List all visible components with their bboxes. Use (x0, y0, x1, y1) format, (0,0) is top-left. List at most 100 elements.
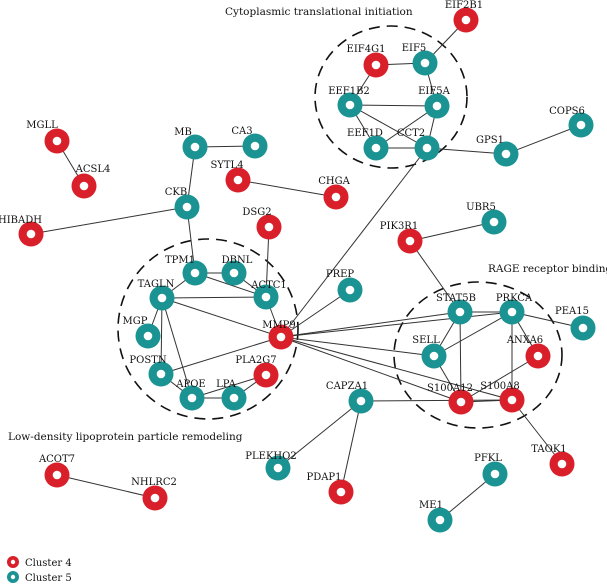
node-actc1: ACTC1 (250, 280, 287, 310)
edge-tagln-actc1 (161, 296, 267, 299)
node-ca3: CA3 (231, 126, 268, 159)
node-lpa: LPA (216, 379, 247, 411)
node-label-pla2g7: PLA2G7 (235, 355, 276, 366)
node-hole (331, 192, 341, 202)
edge-mmp9-prep (280, 289, 351, 338)
node-acot7: ACOT7 (38, 454, 75, 488)
edge-mmp9-sell (280, 336, 435, 357)
node-tpm1: TPM1 (165, 255, 208, 286)
edge-mmp9-stat5b (280, 311, 461, 338)
node-hole (405, 236, 415, 246)
node-label-capza1: CAPZA1 (326, 381, 368, 392)
node-label-pdap1: PDAP1 (306, 472, 341, 483)
node-label-dbnl: DBNL (222, 255, 253, 266)
node-postn: POSTN (129, 355, 174, 387)
node-label-sell: SELL (412, 335, 440, 346)
node-label-eef1b2: EEF1B2 (328, 86, 370, 97)
edge-mmp9-s100a8 (280, 336, 513, 401)
node-pea15: PEA15 (555, 306, 596, 341)
node-mgp: MGP (123, 316, 161, 349)
node-hole (435, 515, 445, 525)
edge-s100a8-taok1 (511, 399, 563, 465)
node-hole (336, 487, 346, 497)
cluster5-swatch-hole (10, 574, 16, 580)
node-label-mb: MB (174, 127, 192, 138)
node-hole (501, 149, 511, 159)
node-hole (156, 369, 166, 379)
node-mmp9: MMP9 (262, 320, 296, 350)
node-label-prep: PREP (326, 269, 355, 280)
node-hole (557, 459, 567, 469)
legend-label-cluster5: Cluster 5 (25, 573, 72, 584)
node-me1: ME1 (419, 500, 453, 533)
node-hole (187, 393, 197, 403)
node-sytl4: SYTL4 (210, 160, 251, 193)
node-label-mmp9: MMP9 (262, 320, 296, 331)
node-label-nhlrc2: NHLRC2 (131, 477, 177, 488)
node-hole (273, 463, 283, 473)
node-label-stat5b: STAT5B (436, 293, 476, 304)
node-prkca: PRKCA (496, 293, 533, 325)
node-label-cct2: CCT2 (397, 128, 425, 139)
node-nhlrc2: NHLRC2 (131, 477, 177, 511)
node-hole (261, 292, 271, 302)
group-titles: Cytoplasmic translational initiation RAG… (8, 6, 607, 443)
node-label-plekho2: PLEKHO2 (245, 451, 296, 462)
node-label-ckb: CKB (165, 187, 187, 198)
node-hole (157, 293, 167, 303)
node-hole (143, 331, 153, 341)
node-s100a8: S100A8 (480, 381, 525, 413)
node-hole (533, 351, 543, 361)
legend: Cluster 4 Cluster 5 (7, 556, 72, 584)
edge-capza1-s100a8 (360, 399, 513, 402)
edge-tagln-postn (160, 297, 163, 375)
node-hole (356, 396, 366, 406)
node-hole (233, 175, 243, 185)
node-hole (576, 120, 586, 130)
node-anxa6: ANXA6 (506, 335, 551, 369)
node-label-sytl4: SYTL4 (210, 160, 243, 171)
node-acsl4: ACSL4 (71, 164, 110, 199)
legend-label-cluster4: Cluster 4 (25, 558, 72, 569)
edge-postn-mmp9 (160, 336, 282, 375)
node-hole (190, 268, 200, 278)
edge-pik3r1-stat5b (409, 240, 461, 313)
node-label-eif5: EIF5 (402, 43, 427, 54)
node-hole (461, 15, 471, 25)
node-gps1: GPS1 (476, 135, 519, 167)
node-hole (578, 323, 588, 333)
node-hole (455, 307, 465, 317)
node-label-hibadh: HIBADH (0, 215, 42, 226)
node-s100a12: S100A12 (427, 383, 474, 415)
node-hole (371, 60, 381, 70)
edge-pik3r1-ubr5 (409, 221, 495, 242)
node-hole (490, 469, 500, 479)
node-hole (371, 143, 381, 153)
edge-sytl4-chga (237, 179, 337, 198)
node-eef1b2: EEF1B2 (328, 86, 370, 118)
node-hole (264, 222, 274, 232)
node-label-acot7: ACOT7 (38, 454, 75, 465)
node-pla2g7: PLA2G7 (235, 355, 279, 388)
node-label-postn: POSTN (129, 355, 166, 366)
node-hole (190, 142, 200, 152)
node-apoe: APOE (175, 379, 206, 411)
node-hole (79, 181, 89, 191)
node-plekho2: PLEKHO2 (245, 451, 297, 481)
node-ubr5: UBR5 (466, 202, 507, 235)
rage-group-title: RAGE receptor binding (488, 263, 607, 275)
node-eif2b1: EIF2B1 (445, 0, 483, 33)
edge-mmp9-s100a12 (280, 336, 462, 403)
node-hole (150, 493, 160, 503)
rage-group-ring (393, 281, 563, 429)
node-tagln: TAGLN (138, 279, 175, 311)
edge-capza1-pdap1 (340, 400, 362, 493)
node-label-pfkl: PFKL (474, 453, 502, 464)
edge-eef1b2-eif5a (349, 104, 438, 107)
legend-item-cluster5: Cluster 5 (7, 571, 72, 584)
node-hole (345, 285, 355, 295)
edge-cct2-gps1 (426, 147, 507, 155)
node-hole (250, 141, 260, 151)
node-label-apoe: APOE (175, 379, 205, 390)
